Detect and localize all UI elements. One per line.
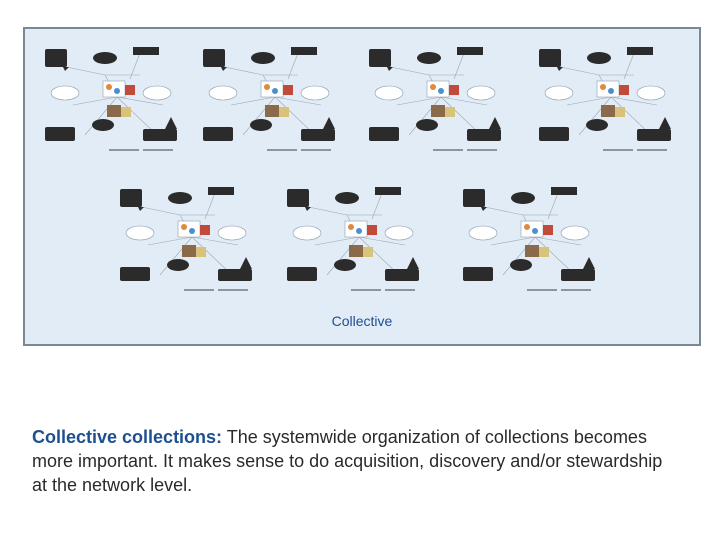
- body-text: Collective collections: The systemwide o…: [32, 425, 682, 497]
- network-diagram-thumbnail: [45, 45, 195, 155]
- network-diagram-thumbnail: [369, 45, 519, 155]
- network-diagram-graphic: [120, 185, 270, 295]
- network-diagram-thumbnail: [539, 45, 689, 155]
- network-diagram-graphic: [203, 45, 353, 155]
- network-diagram-graphic: [287, 185, 437, 295]
- network-diagram-thumbnail: [203, 45, 353, 155]
- network-diagram-graphic: [369, 45, 519, 155]
- network-diagram-thumbnail: [463, 185, 613, 295]
- panel-caption: Collective: [25, 313, 699, 329]
- collective-diagram-panel: Collective: [23, 27, 701, 346]
- network-diagram-graphic: [463, 185, 613, 295]
- body-text-lead: Collective collections:: [32, 427, 222, 447]
- network-diagram-graphic: [45, 45, 195, 155]
- network-diagram-graphic: [539, 45, 689, 155]
- network-diagram-thumbnail: [287, 185, 437, 295]
- network-diagram-thumbnail: [120, 185, 270, 295]
